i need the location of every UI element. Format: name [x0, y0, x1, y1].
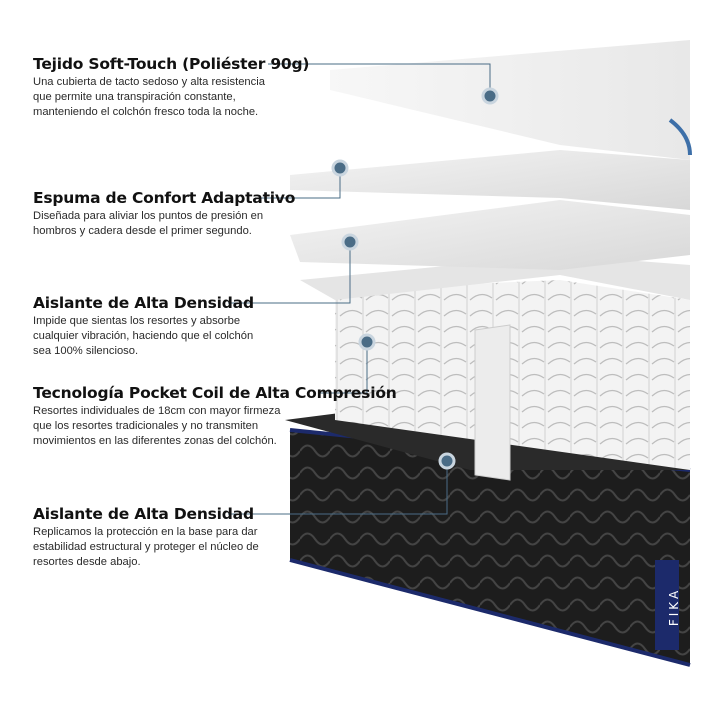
- layer-description: Impide que sientas los resortes y absorb…: [33, 315, 254, 357]
- layer-title: Tecnología Pocket Coil de Alta Compresió…: [33, 384, 397, 402]
- layer-description: Una cubierta de tacto sedoso y alta resi…: [33, 76, 265, 118]
- callout-dot: [341, 233, 359, 251]
- pocket-coils: [335, 280, 690, 481]
- layer-title: Aislante de Alta Densidad: [33, 294, 254, 312]
- layer-insulator-top: Aislante de Alta Densidad Impide que sie…: [33, 294, 254, 359]
- brand-label: FIKA: [667, 587, 682, 627]
- layer-foam: Espuma de Confort Adaptativo Diseñada pa…: [33, 189, 295, 239]
- comfort-foam-sheet-1: [290, 150, 690, 210]
- layer-title: Aislante de Alta Densidad: [33, 505, 254, 523]
- callout-dot: [331, 159, 349, 177]
- layer-pocket-coil: Tecnología Pocket Coil de Alta Compresió…: [33, 384, 397, 449]
- callout-lines: [228, 63, 491, 515]
- layer-title: Espuma de Confort Adaptativo: [33, 189, 296, 207]
- callout-dot: [358, 333, 376, 351]
- callout-dot: [481, 87, 499, 105]
- brand-tag: [655, 560, 679, 650]
- layer-cover: Tejido Soft-Touch (Poliéster 90g) Una cu…: [33, 55, 310, 120]
- comfort-foam-sheet-2: [290, 200, 690, 270]
- callout-dot: [438, 452, 456, 470]
- soft-touch-cover: [330, 40, 690, 160]
- layer-description: Replicamos la protección en la base para…: [33, 526, 259, 568]
- layer-description: Diseñada para aliviar los puntos de pres…: [33, 210, 264, 237]
- layer-description: Resortes individuales de 18cm con mayor …: [33, 405, 281, 447]
- layer-title: Tejido Soft-Touch (Poliéster 90g): [33, 55, 310, 73]
- layer-insulator-bottom: Aislante de Alta Densidad Replicamos la …: [33, 505, 259, 570]
